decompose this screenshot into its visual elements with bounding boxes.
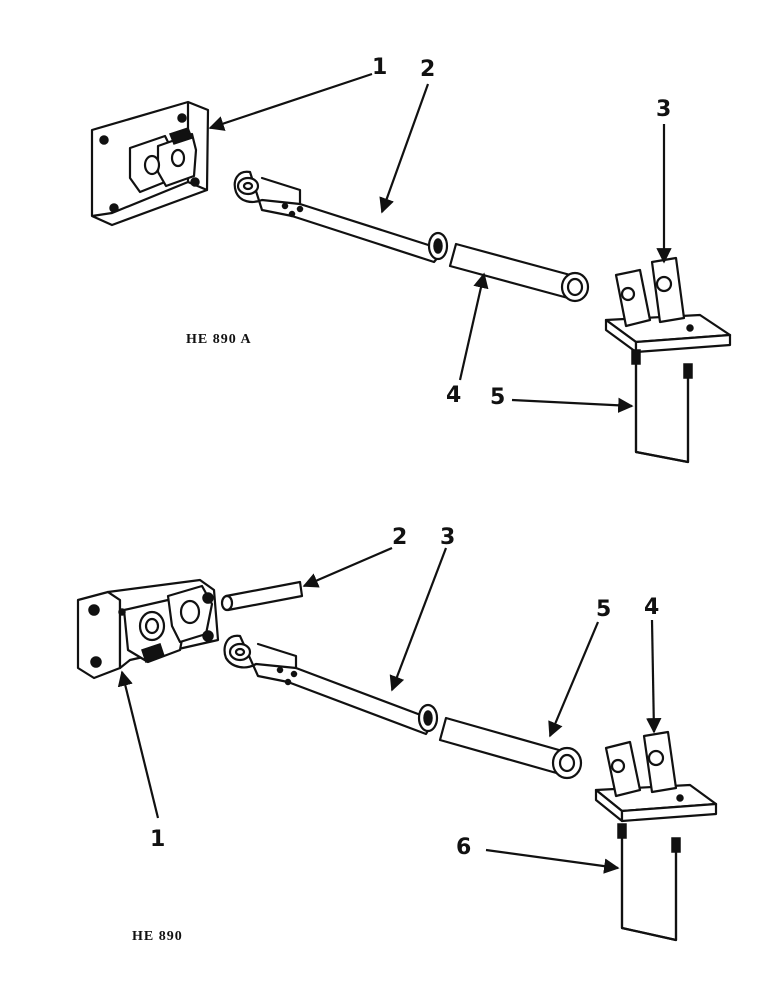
pin [220,580,304,612]
drawbar-tube [233,170,449,264]
figure-label: HE 890 A [186,332,252,347]
figure-bottom: 1 2 3 4 5 6 HE 890 [76,525,718,944]
callout-5: 5 [490,385,505,410]
callout-3: 3 [656,97,671,122]
callout-4: 4 [644,595,659,620]
leader-line [485,848,620,874]
drawbar-inner-tube [438,716,583,780]
u-bolt [631,349,693,464]
figure-top: 1 2 3 4 5 HE 890 A [90,55,732,464]
leader-line [117,670,160,819]
support-bracket [594,730,718,823]
mounting-plate [90,100,210,227]
callout-1: 1 [150,827,165,852]
leader-line [511,397,634,413]
leader-line [389,547,448,692]
leader-line [208,72,373,131]
callout-6: 6 [456,835,471,860]
callout-3: 3 [440,525,455,550]
u-bolt [617,823,681,942]
leader-line [379,83,430,214]
leader-line [458,272,489,381]
callout-1: 1 [372,55,387,80]
drawbar-inner-tube [448,242,590,303]
hitch-casting [76,578,220,680]
callout-4: 4 [446,383,461,408]
leader-line [302,546,393,588]
callout-2: 2 [420,57,435,82]
figure-label: HE 890 [132,929,183,944]
callout-2: 2 [392,525,407,550]
leader-line [646,619,662,734]
support-bracket [604,256,732,354]
leader-line [548,621,600,738]
callout-5: 5 [596,597,611,622]
drawbar-tube [223,634,439,736]
